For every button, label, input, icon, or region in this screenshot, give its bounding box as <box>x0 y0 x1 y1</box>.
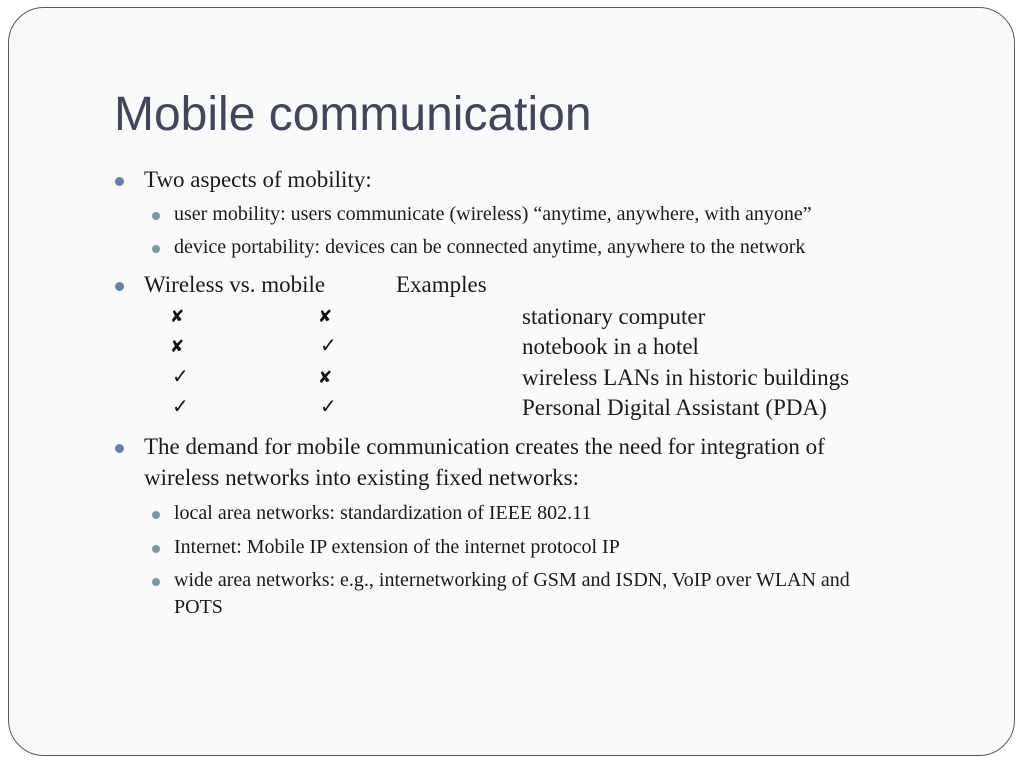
bullet-dot <box>115 177 124 186</box>
cross-mark-icon: ✘ <box>318 368 333 388</box>
bullet-dot <box>152 545 160 553</box>
demand-item-lan: local area networks: standardization of … <box>174 502 592 524</box>
bullet-dot <box>152 245 160 253</box>
example-pda: Personal Digital Assistant (PDA) <box>522 395 827 420</box>
wireless-vs-mobile-heading: Wireless vs. mobile <box>144 272 326 297</box>
example-notebook-in-hotel: notebook in a hotel <box>522 334 699 359</box>
check-mark-icon: ✓ <box>172 394 189 418</box>
check-mark-icon: ✓ <box>320 333 337 357</box>
slide-frame <box>8 7 1015 756</box>
cross-mark-icon: ✘ <box>170 307 185 327</box>
cross-mark-icon: ✘ <box>170 337 185 357</box>
bullet-dot <box>152 578 160 586</box>
demand-item-internet: Internet: Mobile IP extension of the int… <box>174 536 620 558</box>
bullet-dot <box>152 511 160 519</box>
example-wireless-lans: wireless LANs in historic buildings <box>522 365 850 390</box>
demand-text-line1: The demand for mobile communication crea… <box>144 434 825 459</box>
bullet-dot <box>152 212 160 220</box>
cross-mark-icon: ✘ <box>318 307 333 327</box>
bullet-dot <box>115 282 124 291</box>
demand-item-wan-line2: POTS <box>174 596 223 618</box>
check-mark-icon: ✓ <box>320 394 337 418</box>
demand-text-line2: wireless networks into existing fixed ne… <box>144 465 580 490</box>
demand-item-wan-line1: wide area networks: e.g., internetworkin… <box>174 569 850 591</box>
check-mark-icon: ✓ <box>172 364 189 388</box>
aspect-item-device-portability: device portability: devices can be conne… <box>174 236 806 258</box>
aspect-item-user-mobility: user mobility: users communicate (wirele… <box>174 203 812 225</box>
slide-title: Mobile communication <box>114 88 592 141</box>
aspects-heading: Two aspects of mobility: <box>144 167 372 192</box>
examples-label: Examples <box>396 272 487 297</box>
example-stationary-computer: stationary computer <box>522 304 706 329</box>
bullet-dot <box>115 444 124 453</box>
